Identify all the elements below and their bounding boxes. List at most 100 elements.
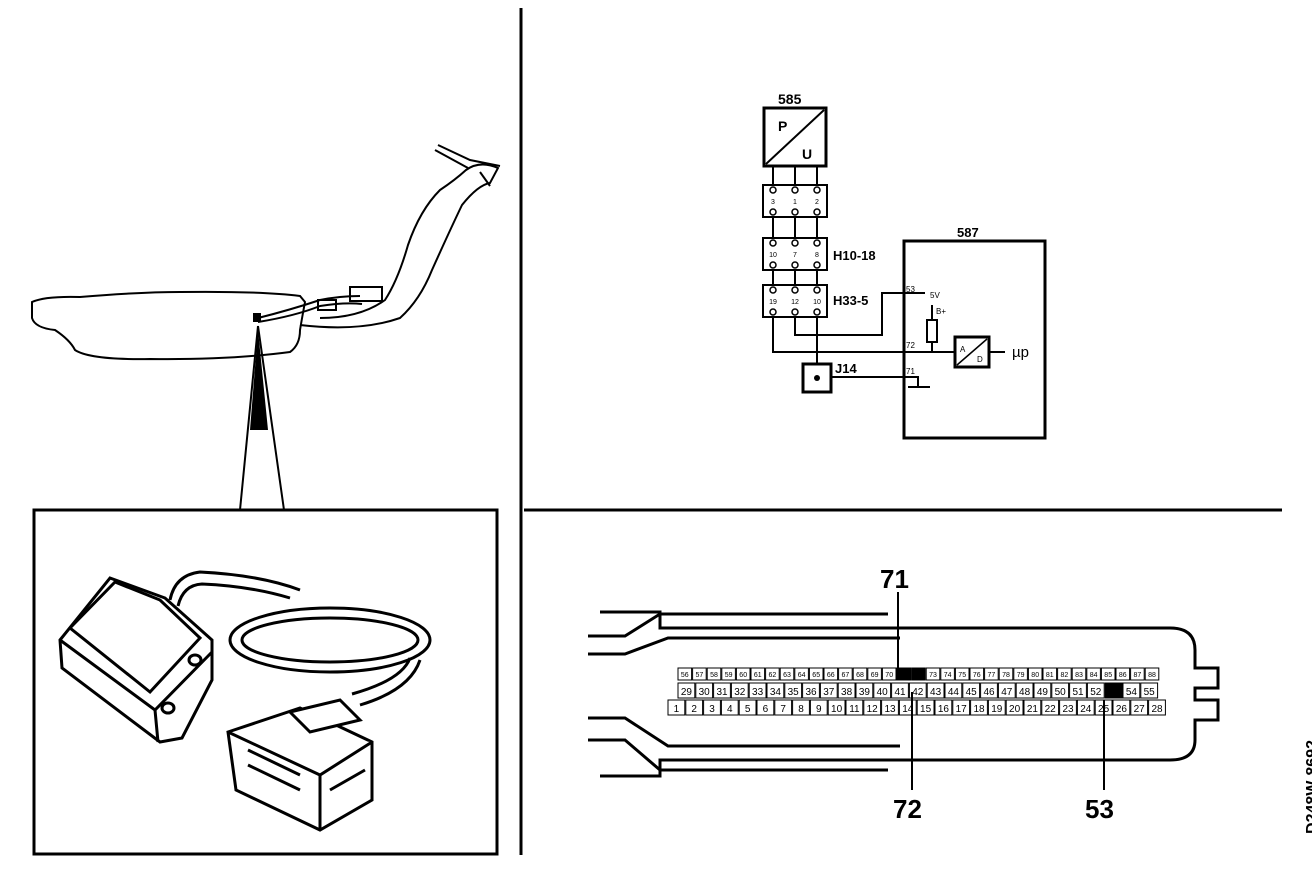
ecu-pin-number: 60 (739, 672, 747, 679)
ecu-pin-cell (692, 667, 707, 681)
ecu-pin-number: 81 (1046, 672, 1054, 679)
ecu-pin-number: 19 (991, 704, 1003, 715)
ecu-pin-number: 17 (956, 704, 968, 715)
ecu-pin-cell (1076, 699, 1095, 716)
pin-label-71: 71 (906, 367, 915, 376)
ecu-pin-number: 1 (674, 704, 680, 715)
ecu-pin-cell (706, 667, 722, 681)
ecu-pin-number: 57 (696, 672, 704, 679)
schematic-pin-number: 2 (815, 199, 819, 206)
ecu-pin-number: 68 (856, 672, 864, 679)
ecu-pin-cell (677, 682, 696, 699)
label-h33-5: H33-5 (833, 293, 868, 308)
pin-contact (769, 208, 777, 216)
ecu-pin-cell (984, 667, 999, 681)
vehicle-floor-illustration (31, 144, 501, 361)
ecu-pin-cell (1057, 667, 1072, 681)
schematic-pin-number: 7 (793, 252, 797, 259)
ecu-pin-cell (1086, 667, 1101, 681)
ecu-pin-number: 29 (681, 687, 693, 698)
ecu-pin-cell (855, 682, 874, 699)
ecu-pin-number: 11 (849, 704, 860, 715)
schematic-pin-number: 3 (771, 199, 775, 206)
ecu-pin-cell (998, 667, 1014, 681)
ecu-pin-cell (784, 682, 803, 699)
ecu-pin-number: 10 (831, 704, 843, 715)
label-j14: J14 (835, 361, 857, 376)
pin-contact (769, 239, 777, 247)
pin-contact (791, 208, 799, 216)
schematic-pin-number: 10 (769, 252, 777, 259)
ecu-pin-number: 2 (691, 704, 697, 715)
ecu-pin-cell (1005, 699, 1024, 716)
ecu-pin-number: 52 (1090, 687, 1102, 698)
ad-diagonal (956, 338, 988, 366)
pin-contact (813, 208, 821, 216)
ecu-pin-cell (954, 667, 970, 681)
ecu-pin-number: 12 (867, 704, 879, 715)
ecu-pin-cell (1140, 682, 1159, 699)
ecu-pin-number: 84 (1090, 672, 1098, 679)
callouts: 71 72 53 (880, 564, 1114, 824)
ecu-pin-number: 61 (754, 672, 762, 679)
ecu-pin-number: 26 (1116, 704, 1128, 715)
ecu-pin-number: 28 (1151, 704, 1163, 715)
ecu-pin-cell (766, 682, 785, 699)
sensor-location-marker (253, 313, 261, 322)
ecu-pin-cell (925, 667, 941, 681)
ecu-pin-number: 36 (805, 687, 817, 698)
ecu-pin-cell (730, 682, 749, 699)
bplus-label: B+ (936, 307, 946, 316)
ecu-pin-number: 71 (900, 672, 908, 679)
ecu-pin-cell (748, 682, 767, 699)
ecu-pin-cell (1041, 699, 1060, 716)
label-587: 587 (957, 225, 979, 240)
ecu-pin-cell (838, 667, 853, 681)
ecu-pin-number: 86 (1119, 672, 1127, 679)
ecu-pin-number: 37 (823, 687, 835, 698)
ecu-pin-number: 82 (1061, 672, 1069, 679)
ecu-pin-number: 67 (842, 672, 850, 679)
ecu-pin-cell (808, 667, 824, 681)
ecu-pin-cell (1100, 667, 1116, 681)
ecu-pin-cell (1051, 682, 1070, 699)
ecu-pin-number: 8 (798, 704, 804, 715)
pin-contact (769, 286, 777, 294)
ecu-pin-number: 74 (944, 672, 952, 679)
label-h10-18: H10-18 (833, 248, 876, 263)
ecu-pin-number: 39 (859, 687, 871, 698)
schematic-pin-number: 19 (769, 299, 777, 306)
pin-contact (791, 308, 799, 316)
ecu-pin-cell (677, 667, 693, 681)
reference-code: D248W-8692 (1304, 740, 1312, 834)
control-module-587 (902, 239, 1047, 440)
ecu-pin-number: 58 (710, 672, 718, 679)
pin-contact (791, 261, 799, 269)
ecu-pin-cell (703, 699, 721, 716)
ecu-pin-number: 43 (930, 687, 942, 698)
ecu-pin-number: 51 (1072, 687, 1084, 698)
ecu-pin-cell (1071, 667, 1087, 681)
pin-contact (791, 239, 799, 247)
ecu-pin-number: 50 (1055, 687, 1067, 698)
transducer-diagonal (765, 109, 825, 165)
callout-72: 72 (893, 794, 922, 824)
schematic-pin-number: 10 (813, 299, 821, 306)
ecu-pin-number: 63 (783, 672, 791, 679)
ecu-pin-cell (765, 667, 780, 681)
ecu-pin-number: 16 (938, 704, 950, 715)
ecu-pin-cell (695, 682, 714, 699)
ecu-pin-number: 3 (709, 704, 715, 715)
ecu-pin-number: 54 (1126, 687, 1138, 698)
pin-contact (813, 239, 821, 247)
ecu-pin-number: 46 (983, 687, 995, 698)
ecu-pin-cell (667, 699, 686, 716)
ecu-pin-cell (823, 667, 839, 681)
ecu-pin-cell (1042, 667, 1058, 681)
ecu-pin-cell (987, 699, 1006, 716)
callout-53: 53 (1085, 794, 1114, 824)
pin-contact (791, 186, 799, 194)
ecu-pin-number: 85 (1104, 672, 1112, 679)
pin-contact (813, 286, 821, 294)
